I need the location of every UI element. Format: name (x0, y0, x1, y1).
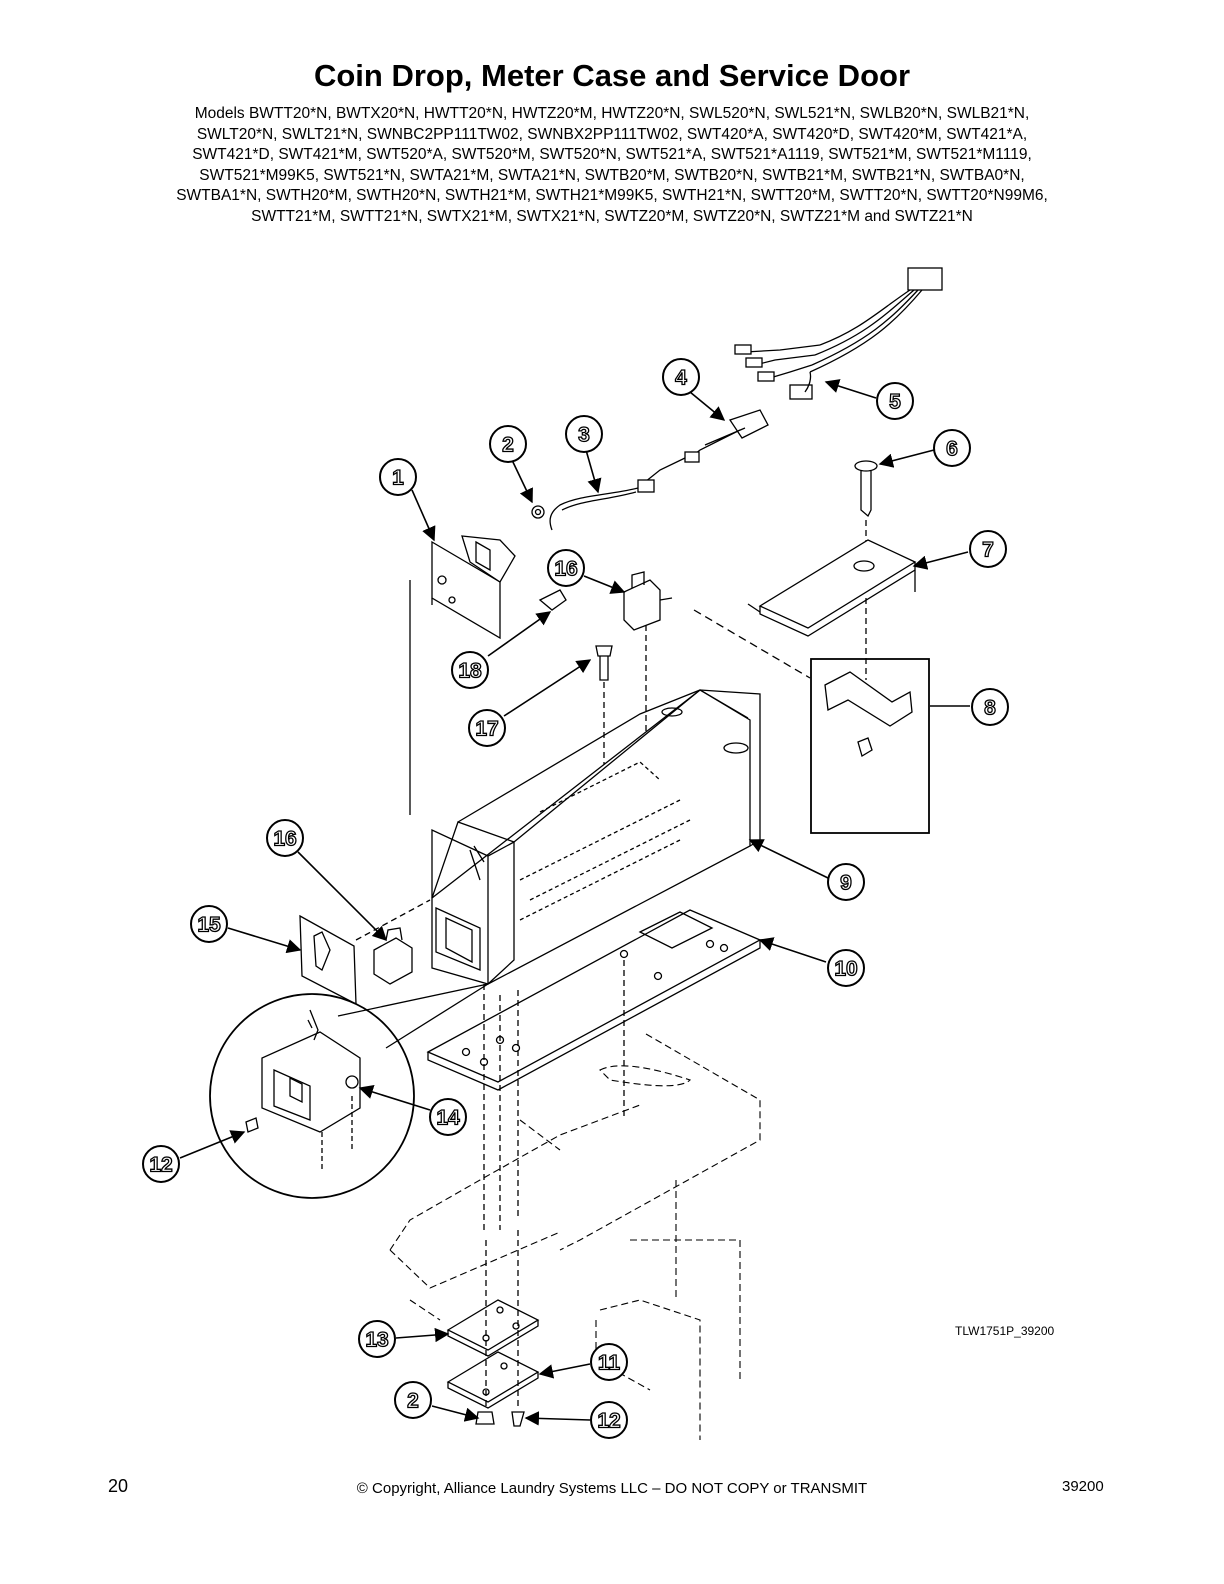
cable-part (549, 409, 769, 531)
callout-18: 18 (451, 651, 489, 689)
svg-text:10: 10 (834, 958, 857, 981)
machine-outline (389, 1033, 761, 1440)
bottom-plates (446, 1230, 540, 1427)
svg-text:5: 5 (889, 391, 901, 414)
switch-part (355, 899, 431, 985)
callout-12: 12 (142, 1145, 180, 1183)
svg-text:1: 1 (392, 467, 404, 490)
drawing-reference: TLW1751P_39200 (955, 1324, 1055, 1338)
callout-8: 8 (971, 688, 1009, 726)
svg-text:8: 8 (984, 697, 996, 720)
callout-11: 11 (590, 1343, 628, 1381)
bracket-inset (693, 609, 930, 834)
wire-harness-part (734, 267, 943, 400)
screw-part (595, 645, 613, 775)
callout-6: 6 (933, 429, 971, 467)
models-line: SWTBA1*N, SWTH20*M, SWTH20*N, SWTH21*M, … (176, 187, 1048, 204)
svg-text:6: 6 (946, 438, 958, 461)
callout-14: 14 (429, 1098, 467, 1136)
bracket-part (538, 589, 567, 611)
callout-15: 15 (190, 905, 228, 943)
callout-17: 17 (468, 709, 506, 747)
svg-text:4: 4 (675, 367, 687, 390)
svg-text:9: 9 (840, 872, 852, 895)
callout-16: 16 (266, 819, 304, 857)
document-number: 39200 (1062, 1478, 1104, 1495)
svg-text:16: 16 (554, 558, 577, 581)
svg-text:13: 13 (365, 1329, 388, 1352)
callout-1: 1 (379, 458, 417, 496)
svg-text:17: 17 (475, 718, 498, 741)
svg-text:18: 18 (458, 660, 482, 683)
svg-text:3: 3 (578, 424, 590, 447)
svg-text:2: 2 (502, 434, 514, 457)
svg-text:15: 15 (197, 914, 221, 937)
coin-drop-part (409, 535, 516, 815)
svg-text:12: 12 (149, 1154, 172, 1177)
callout-13: 13 (358, 1320, 396, 1358)
callout-4: 4 (662, 358, 700, 396)
svg-text:11: 11 (598, 1352, 621, 1375)
models-line: SWLT20*N, SWLT21*N, SWNBC2PP111TW02, SWN… (196, 125, 1028, 143)
page-title: Coin Drop, Meter Case and Service Door (313, 58, 911, 93)
models-line: SWT421*D, SWT421*M, SWT520*A, SWT520*M, … (192, 146, 1032, 163)
callout-3: 3 (565, 415, 603, 453)
svg-text:12: 12 (597, 1410, 620, 1433)
nut-part (531, 505, 545, 519)
detail-inset (209, 983, 489, 1199)
callout-7: 7 (969, 530, 1007, 568)
svg-text:14: 14 (436, 1107, 460, 1130)
callout-2: 2 (489, 425, 527, 463)
models-list: Models BWTT20*N, BWTX20*N, HWTT20*N, HWT… (100, 104, 1124, 227)
svg-text:7: 7 (982, 539, 994, 562)
svg-text:16: 16 (273, 828, 296, 851)
copyright-notice: © Copyright, Alliance Laundry Systems LL… (356, 1480, 868, 1497)
callout-16: 16 (547, 549, 585, 587)
service-door-part (299, 914, 357, 1006)
svg-text:2: 2 (407, 1390, 419, 1413)
leader-arrows (179, 379, 970, 1426)
models-line: SWT521*M99K5, SWT521*N, SWTA21*M, SWTA21… (199, 166, 1025, 184)
callout-2: 2 (394, 1381, 432, 1419)
page-number: 20 (108, 1476, 129, 1496)
models-line: SWTT21*M, SWTT21*N, SWTX21*M, SWTX21*N, … (251, 207, 973, 225)
callout-9: 9 (827, 863, 865, 901)
callout-12: 12 (590, 1401, 628, 1439)
callout-10: 10 (827, 949, 865, 987)
models-line: Models BWTT20*N, BWTX20*N, HWTT20*N, HWT… (194, 105, 1030, 122)
callout-5: 5 (876, 382, 914, 420)
